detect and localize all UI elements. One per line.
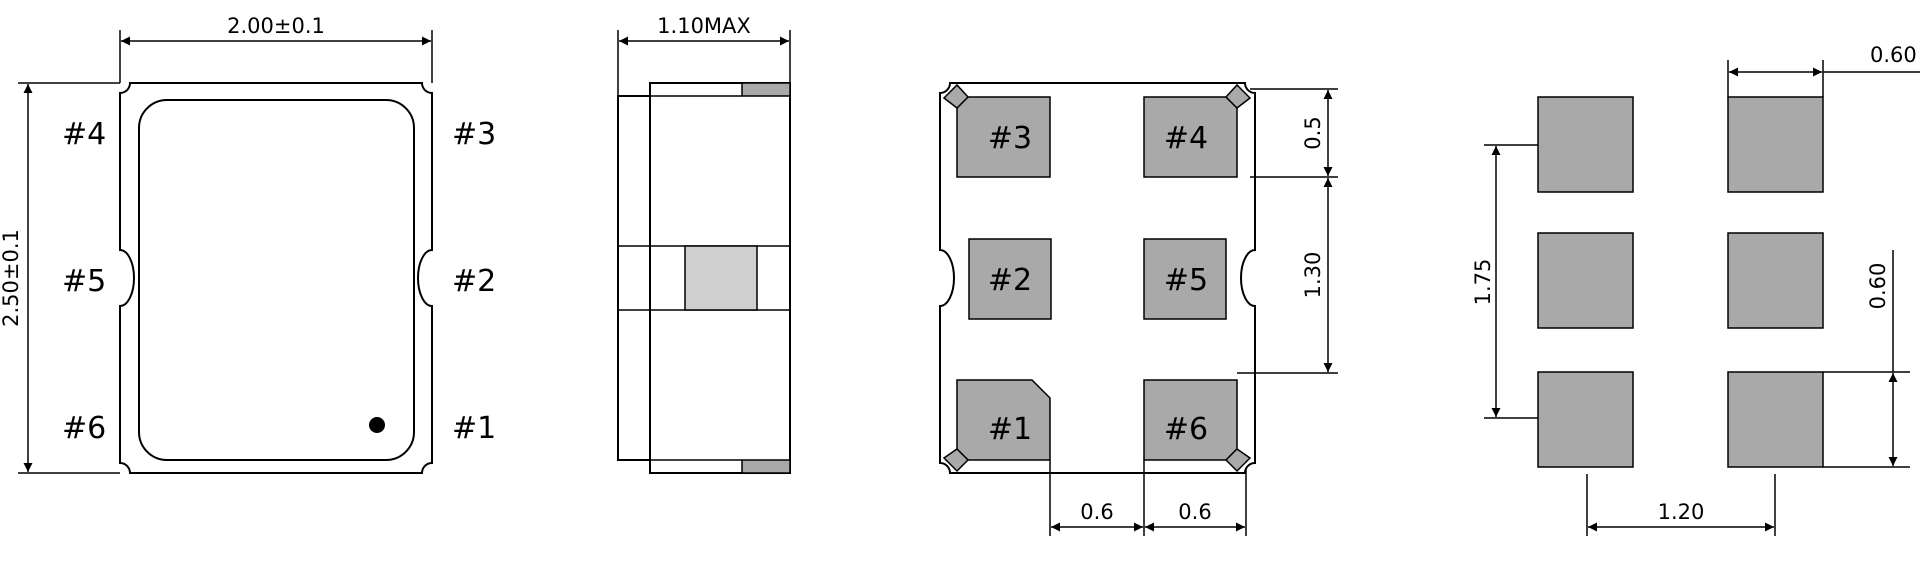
- side-view-top-pad: [741, 82, 791, 97]
- bottom-pad-label-5: #5: [1164, 263, 1208, 298]
- bottom-pad-label-6: #6: [1164, 412, 1208, 447]
- land-pad-3: [1537, 232, 1634, 329]
- land-pad-4: [1727, 232, 1824, 329]
- bottom-pad-2: [968, 238, 1052, 320]
- bottom-pad-label-1: #1: [988, 412, 1032, 447]
- side-view-bottom-pad: [741, 459, 791, 474]
- pin-label-right-2: #2: [452, 264, 496, 299]
- side-view-base: [617, 95, 651, 461]
- bottom-view-body-outline: [939, 82, 1256, 474]
- side-view: 1.10MAX: [617, 14, 791, 474]
- land-pattern: 0.60 1.75 0.60 1.20: [1471, 43, 1920, 536]
- top-height-dim-label: 2.50±0.1: [0, 229, 23, 327]
- pin-label-right-3: #1: [452, 411, 496, 446]
- pin-label-left-1: #4: [62, 117, 106, 152]
- side-height-dim-label: 1.10MAX: [657, 14, 751, 38]
- land-horizontal-spacing-dim-label: 1.20: [1658, 500, 1705, 524]
- land-pad-1: [1537, 96, 1634, 193]
- bottom-right-spacing-dim-label: 0.6: [1178, 500, 1211, 524]
- top-view-lid: [138, 99, 415, 461]
- land-pad-2: [1727, 96, 1824, 193]
- land-span-dim-label: 1.75: [1471, 259, 1495, 306]
- bottom-pad-label-3: #3: [988, 121, 1032, 156]
- top-view: #4 #5 #6 #3 #2 #1 2.00±0.1 2.50±0.1: [0, 14, 496, 474]
- pin-label-left-2: #5: [62, 264, 106, 299]
- bottom-view: #3 #4 #2 #5 #1 #6 0.5 1.30 0.6 0.6: [939, 82, 1338, 536]
- bottom-pad-height-dim-label: 0.5: [1301, 116, 1325, 149]
- side-view-center-pad: [684, 245, 758, 311]
- land-pad-height-dim-label: 0.60: [1866, 263, 1890, 310]
- top-width-dim-label: 2.00±0.1: [227, 14, 325, 38]
- bottom-pitch-dim-label: 1.30: [1301, 252, 1325, 299]
- bottom-pad-4: [1143, 96, 1238, 178]
- bottom-left-spacing-dim-label: 0.6: [1080, 500, 1113, 524]
- land-pad-6: [1727, 371, 1824, 468]
- bottom-pad-5: [1143, 238, 1227, 320]
- bottom-pad-label-4: #4: [1164, 121, 1208, 156]
- pin-label-left-3: #6: [62, 411, 106, 446]
- land-pad-5: [1537, 371, 1634, 468]
- bottom-pad-label-2: #2: [988, 263, 1032, 298]
- pin1-marker-dot: [369, 417, 385, 433]
- pin-label-right-1: #3: [452, 117, 496, 152]
- land-pad-width-dim-label: 0.60: [1870, 43, 1917, 67]
